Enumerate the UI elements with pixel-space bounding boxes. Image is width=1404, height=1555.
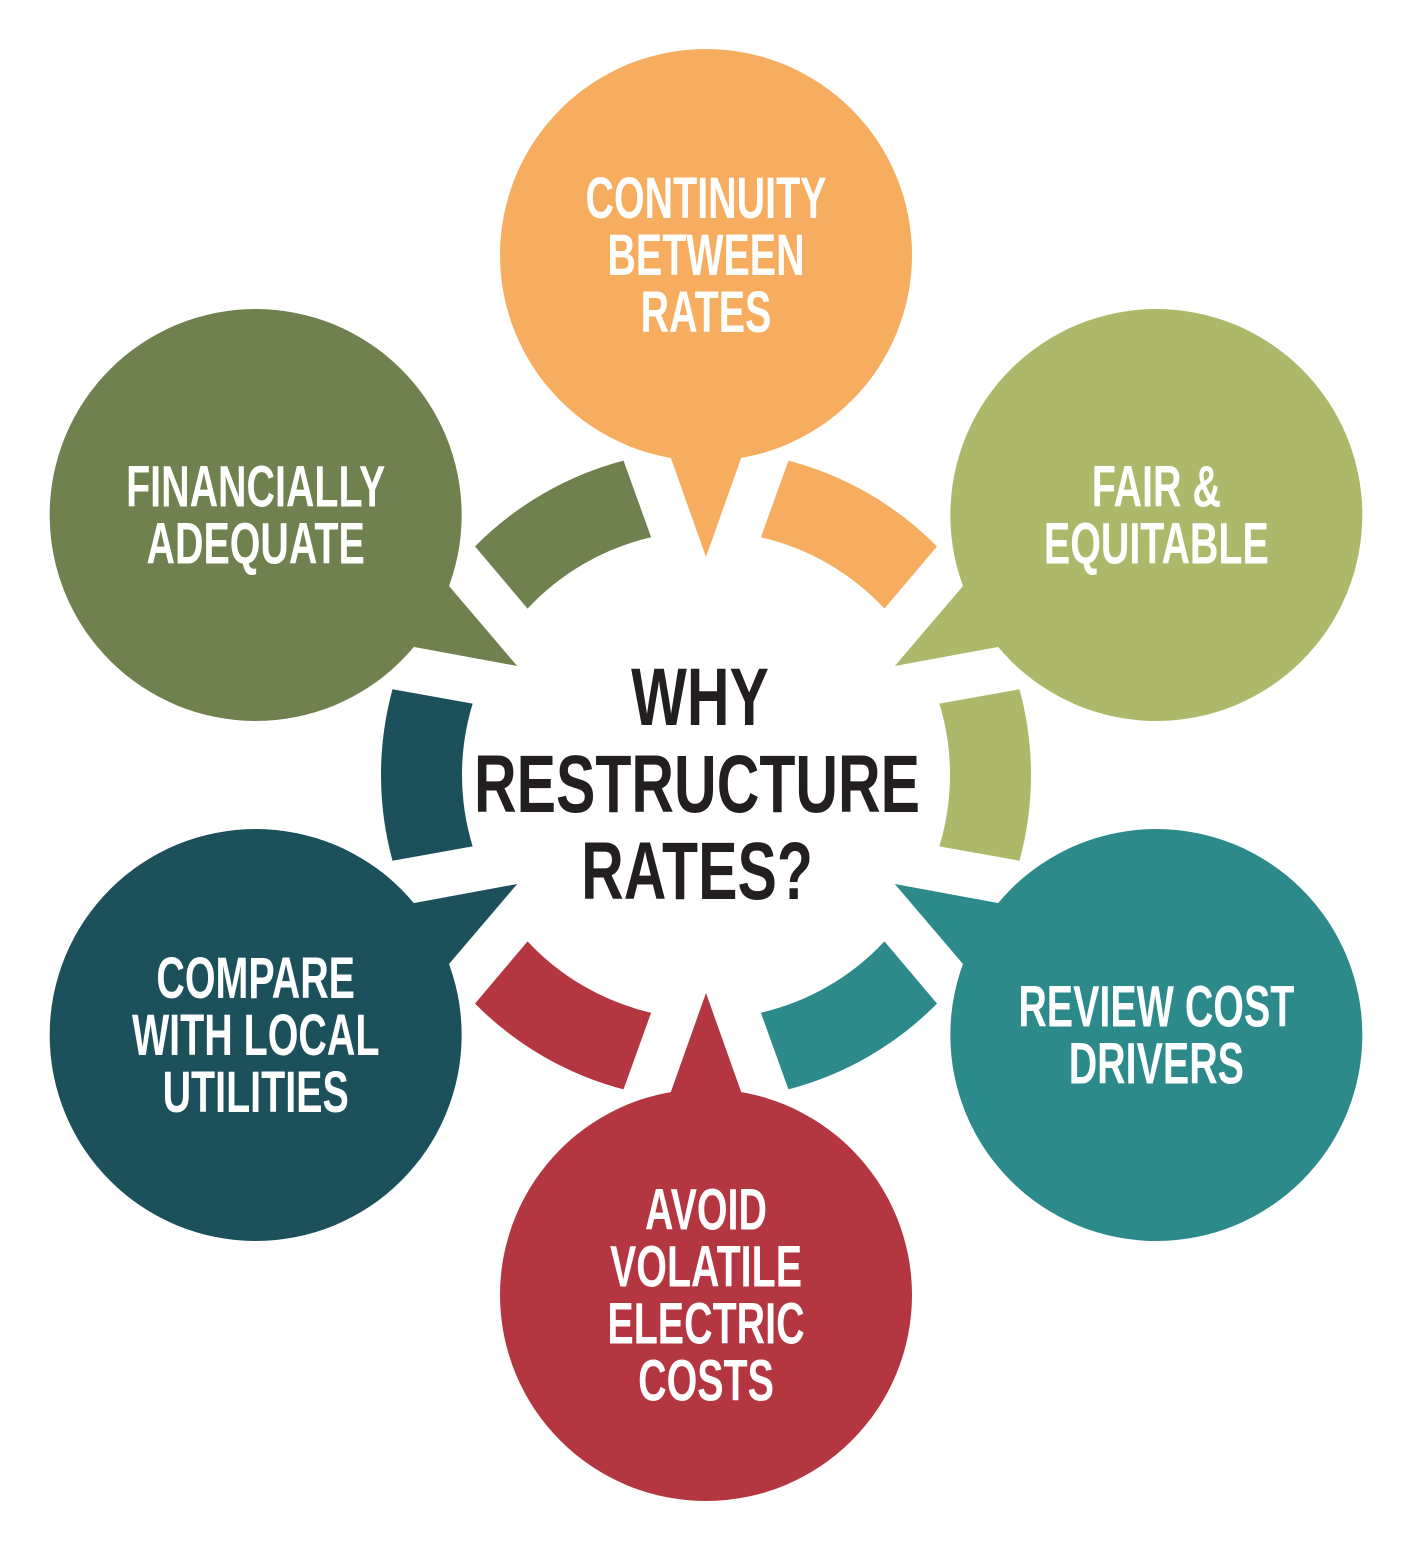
- ring-segment: [381, 689, 473, 861]
- bubble-label-line: WITH LOCAL: [132, 1002, 379, 1067]
- bubble-label-line: VOLATILE: [610, 1234, 802, 1299]
- bubble-label-line: COMPARE: [156, 945, 355, 1010]
- ring-segments: [381, 460, 1031, 1090]
- center-title: WHY RESTRUCTURE RATES?: [474, 652, 920, 918]
- bubble-label-line: AVOID: [645, 1177, 767, 1242]
- center-title-line: RATES?: [581, 826, 813, 918]
- bubble-label-line: ELECTRIC: [607, 1291, 804, 1356]
- ring-segment: [474, 460, 652, 609]
- center-title-line: WHY: [631, 652, 769, 744]
- bubble-circle: [500, 1089, 912, 1501]
- center-title-line: RESTRUCTURE: [474, 739, 920, 831]
- bubble-circle: [49, 309, 462, 721]
- bubble-label-line: COSTS: [638, 1348, 774, 1413]
- bubble-label-line: BETWEEN: [607, 222, 804, 287]
- bubble-label-line: REVIEW COST: [1018, 974, 1294, 1039]
- bubble-label-line: UTILITIES: [163, 1059, 349, 1124]
- bubble-circle: [950, 829, 1363, 1241]
- bubble-label-line: FAIR &: [1092, 454, 1221, 519]
- ring-segment: [760, 460, 938, 609]
- bubble-label-line: DRIVERS: [1069, 1031, 1244, 1096]
- bubble-label-line: CONTINUITY: [586, 165, 827, 230]
- ring-segment: [474, 941, 652, 1090]
- bubble-label-line: FINANCIALLY: [126, 454, 385, 519]
- bubble-fair: FAIR &EQUITABLE: [894, 309, 1363, 721]
- ring-segment: [760, 941, 938, 1090]
- ring-segment: [939, 689, 1031, 861]
- bubble-label-line: ADEQUATE: [147, 511, 365, 576]
- bubble-circle: [49, 829, 462, 1241]
- bubble-label-line: RATES: [641, 279, 772, 344]
- bubble-label-line: EQUITABLE: [1044, 511, 1269, 576]
- bubble-circle: [500, 49, 912, 461]
- bubble-circle: [950, 309, 1363, 721]
